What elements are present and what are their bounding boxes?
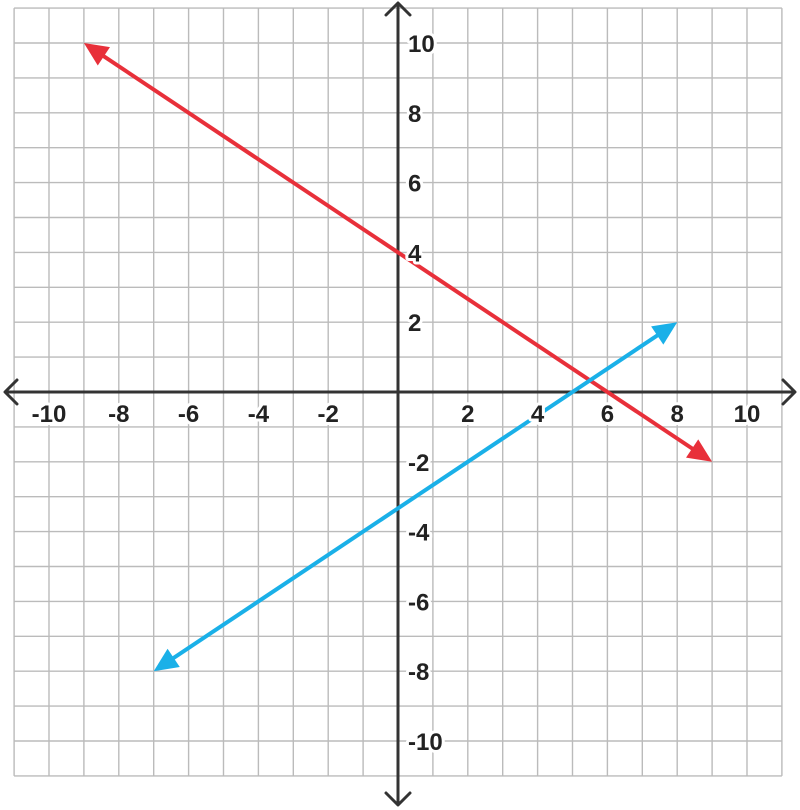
series-arrowhead-start-1	[153, 648, 180, 672]
axes	[3, 1, 797, 807]
x-axis-arrow-left	[3, 378, 19, 406]
y-tick-label: -10	[408, 729, 443, 756]
x-tick-label-halo: -4	[248, 401, 270, 428]
y-tick-label-halo: 2	[408, 310, 421, 337]
y-tick-label: 4	[408, 240, 422, 267]
y-tick-label: 6	[408, 171, 421, 198]
y-tick-label: 8	[408, 101, 421, 128]
y-tick-label-halo: 8	[408, 101, 421, 128]
y-tick-label-halo: -6	[408, 589, 429, 616]
x-tick-label-halo: -2	[318, 401, 339, 428]
series	[83, 43, 713, 672]
series-arrowhead-end-0	[686, 439, 713, 462]
x-tick-label: 10	[734, 401, 761, 428]
y-tick-label: -2	[408, 450, 429, 477]
x-tick-label-halo: 2	[461, 401, 474, 428]
x-tick-label: -4	[248, 401, 270, 428]
x-tick-label: 8	[671, 401, 684, 428]
x-tick-label: -2	[318, 401, 339, 428]
x-tick-label: -10	[32, 401, 67, 428]
series-arrowhead-start-0	[83, 43, 110, 66]
x-tick-label-halo: -8	[108, 401, 129, 428]
x-tick-label: -6	[178, 401, 199, 428]
y-tick-label-halo: -10	[408, 729, 443, 756]
x-tick-label: 6	[601, 401, 614, 428]
series-line-0	[91, 46, 705, 458]
x-tick-label-halo: 6	[601, 401, 614, 428]
x-tick-label-halo: 8	[671, 401, 684, 428]
x-tick-label: 4	[531, 401, 545, 428]
y-tick-label-halo: -2	[408, 450, 429, 477]
x-tick-label: 2	[461, 401, 474, 428]
y-tick-label: 10	[408, 31, 435, 58]
x-axis-arrow-right	[781, 378, 797, 406]
y-tick-label-halo: -4	[408, 520, 430, 547]
x-tick-label-halo: -6	[178, 401, 199, 428]
x-tick-label-halo: 10	[734, 401, 761, 428]
y-axis-arrow-up	[384, 1, 412, 17]
y-tick-label-halo: 4	[408, 240, 422, 267]
y-tick-label: -8	[408, 659, 429, 686]
x-tick-label: -8	[108, 401, 129, 428]
y-axis-arrow-down	[384, 791, 412, 807]
series-arrowhead-end-1	[651, 322, 678, 345]
y-tick-label: -6	[408, 589, 429, 616]
y-tick-label-halo: 6	[408, 171, 421, 198]
y-tick-label: -4	[408, 520, 430, 547]
y-tick-label-halo: 10	[408, 31, 435, 58]
y-tick-label-halo: -8	[408, 659, 429, 686]
x-tick-label-halo: -10	[32, 401, 67, 428]
x-tick-label-halo: 4	[531, 401, 545, 428]
series-line-1	[160, 326, 670, 668]
y-tick-label: 2	[408, 310, 421, 337]
